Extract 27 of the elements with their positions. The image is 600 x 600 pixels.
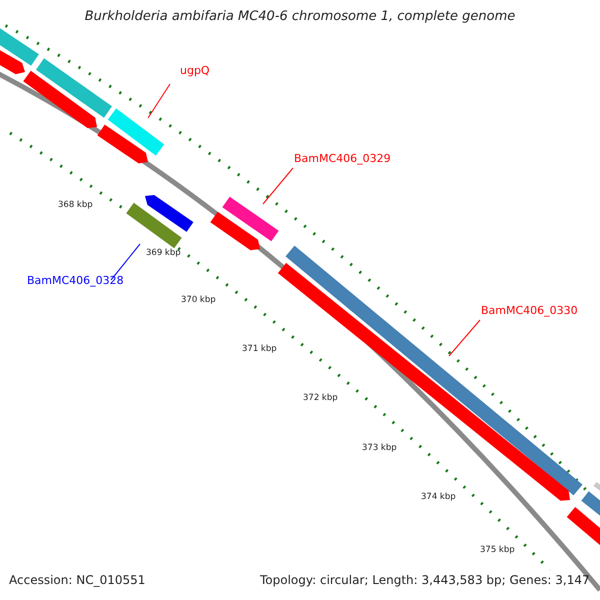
gene-bar	[222, 196, 279, 242]
leader-line	[110, 244, 140, 280]
gene-label: BamMC406_0329	[294, 152, 391, 165]
info-text: Accession: NC_010551	[9, 573, 146, 587]
gene-label: ugpQ	[180, 64, 210, 77]
gene-bar	[210, 212, 260, 250]
scale-label: 375 kbp	[480, 545, 515, 555]
gene-bar	[97, 124, 148, 164]
leader-line	[262, 168, 294, 204]
gene-bar	[23, 70, 97, 128]
gene-bar	[145, 195, 194, 232]
scale-label: 372 kbp	[303, 393, 338, 403]
scale-label: 368 kbp	[58, 200, 93, 210]
scale-label: 370 kbp	[181, 295, 216, 305]
gene-bar	[126, 202, 182, 248]
gene-bar	[36, 58, 112, 118]
gene-label: BamMC406_0330	[481, 304, 578, 317]
info-text: Topology: circular; Length: 3,443,583 bp; Genes: 3,147	[260, 573, 590, 587]
scale-label: 369 kbp	[146, 248, 181, 258]
leader-line	[148, 84, 170, 118]
scale-label: 371 kbp	[242, 344, 277, 354]
scale-label: 374 kbp	[421, 492, 456, 502]
diagram-title: Burkholderia ambifaria MC40-6 chromosome 1, complete genome	[84, 9, 516, 24]
gene-label: BamMC406_0328	[27, 274, 124, 287]
gene-bar	[108, 108, 164, 156]
scale-label: 373 kbp	[362, 443, 397, 453]
leader-line	[448, 320, 480, 356]
